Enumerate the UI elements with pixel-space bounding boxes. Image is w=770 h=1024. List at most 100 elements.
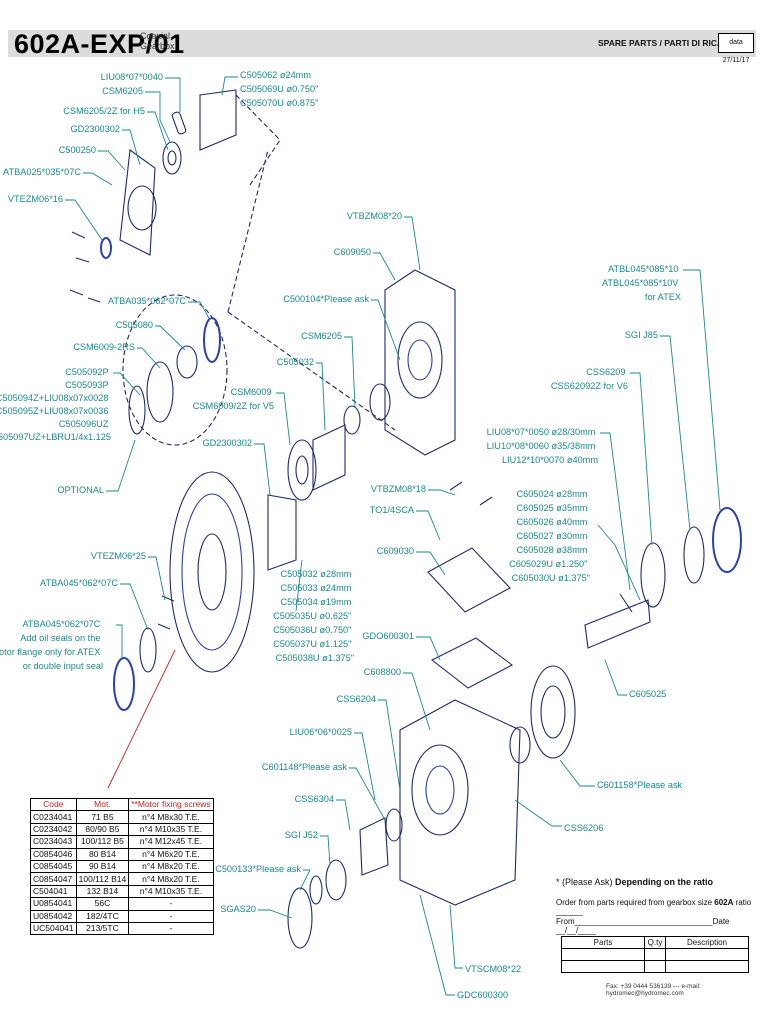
screws-cell: n°4 M8x20 T.E. [128,859,214,874]
description-cell[interactable] [665,960,749,973]
order-note-line: Order from parts required from gearbox s… [556,898,770,916]
code-cell: C0234042 [30,822,77,837]
motor-cell: 80/90 B5 [75,822,130,837]
motor-cell: 213/5TC [75,921,130,936]
callout-c609050: C609050 [334,247,371,257]
parts-cell[interactable] [561,948,645,961]
pinion-part [287,887,313,949]
code-cell: C504041 [30,884,77,899]
order-note-title: * (Please Ask) Depending on the ratio [556,877,713,887]
callout-vtezm06-25: VTEZM06*25 [91,551,146,561]
key-part [171,111,187,135]
callout-csm6009-2rs: CSM6009-2RS [73,342,135,352]
code-cell: U0854042 [30,909,77,923]
code-cell: C0854047 [30,872,77,886]
code-table-header-row: Code Mot. **Motor fixing screws [30,797,214,812]
callout-optional: OPTIONAL [58,485,104,495]
cover-plate-part [119,149,156,256]
description-cell[interactable] [665,948,749,961]
callout-c500250: C500250 [59,145,96,155]
motor-flange-part [169,471,255,673]
screws-cell: n°4 M10x35 T.E. [128,822,214,837]
order-note-bold: Depending on the ratio [615,877,714,887]
code-cell: UC504041 [30,921,77,936]
callout-vtbzm08-18: VTBZM08*18 [371,484,426,494]
motor-cell: 56C [75,897,130,911]
screws-cell: n°4 M6x20 T.E. [128,847,214,861]
callout-csm6205-2z: CSM6205/2Z for H5 [63,106,145,116]
callout-gd2300302-mid: GD2300302 [202,438,252,448]
order-note-text: Order from parts required from gearbox s… [556,898,715,907]
callout-css6206: CSS6206 [564,823,603,833]
table-row[interactable] [561,960,749,973]
output-shaft-part [584,599,651,649]
input-shaft-part [199,89,237,151]
callout-c605025: C605025 [629,689,666,699]
screws-cell: - [128,909,214,923]
header-bar [8,30,756,57]
qty-cell[interactable] [644,960,666,973]
callout-to1-4sca: TO1/4SCA [370,505,415,515]
gasket-part [430,637,514,689]
leader-lines [65,76,721,996]
order-note-ratio: ratio ______ [556,898,752,916]
parts-table-header-row: Parts Q.ty Description [561,936,749,949]
upper-housing-part [384,269,456,456]
callout-liu08-07-0050: LIU08*07*0050 ø28/30mm LIU10*08*0060 ø35… [487,427,599,465]
callout-c505032-list: C505032 ø28mm C505033 ø24mm C505034 ø19m… [273,569,354,663]
callout-atba045-b: ATBA045*062*07C Add oil seals on the mot… [0,619,103,671]
callout-c505032: C505032 [277,357,314,367]
motor-cell: 80 B14 [75,847,130,861]
qty-header: Q.ty [644,936,666,949]
motor-cell: 90 B14 [75,859,130,874]
screws-cell: - [128,897,214,911]
callout-vtscm08-22: VTSCM08*22 [465,964,521,974]
product-type-line2: Gearbox [140,41,175,51]
callout-csm6205-mid: CSM6205 [301,331,342,341]
callout-vtezm06-16: VTEZM06*16 [8,194,63,204]
code-cell: U0854041 [30,897,77,911]
table-row[interactable] [561,948,749,961]
order-parts-table: Parts Q.ty Description [561,936,749,973]
motor-cell: 100/112 B14 [75,872,130,886]
callout-atba045-a: ATBA045*062*07C [40,578,118,588]
code-cell: C0854045 [30,859,77,874]
product-type: Coaxial Gearbox [140,31,175,51]
screws-cell: n°4 M8x30 T.E. [128,810,214,824]
inspection-cover-part [427,547,511,613]
from-date-line: From_______________________________Date … [556,917,730,935]
callout-atbl045: ATBL045*085*10 ATBL045*085*10V for ATEX [602,264,681,302]
callout-c601158: C601158*Please ask [597,780,683,790]
date-box: data 27/11/17 [718,33,754,64]
code-header: Code [30,797,77,812]
callout-labels: LIU08*07*0040 CSM6205 CSM6205/2Z for H5 … [0,70,683,1000]
code-cell: C0854046 [30,847,77,861]
callout-gd2300302-top: GD2300302 [70,124,120,134]
callout-liu08-07-0040: LIU08*07*0040 [101,72,163,82]
order-note-prefix: * (Please Ask) [556,877,616,887]
callout-sgas20: SGAS20 [220,904,256,914]
optional-group-outline [122,294,228,446]
description-header: Description [665,936,749,949]
order-note-size: 602A [714,898,734,907]
screws-cell: - [128,921,214,936]
callout-css6209: CSS6209 CSS62092Z for V6 [551,367,628,391]
callout-c608800: C608800 [364,667,401,677]
motor-code-table: Code Mot. **Motor fixing screws C0234041… [30,797,214,936]
callout-c609030: C609030 [377,546,414,556]
callout-c605024: C605024 ø28mm C605025 ø35mm C605026 ø40m… [509,489,590,583]
motor-cell: 71 B5 [75,810,130,824]
callout-liu06: LIU06*06*0025 [290,727,352,737]
contact-footer: Fax: +39 0444 536139 --- e-mail: hydrome… [606,983,701,997]
qty-cell[interactable] [644,948,666,961]
callout-gdc600300: GDC600300 [457,990,508,1000]
parts-cell[interactable] [561,960,645,973]
spare-parts-title: SPARE PARTS / PARTI DI RICAMBIO [598,38,746,48]
screws-cell: n°4 M12x45 T.E. [128,835,214,849]
